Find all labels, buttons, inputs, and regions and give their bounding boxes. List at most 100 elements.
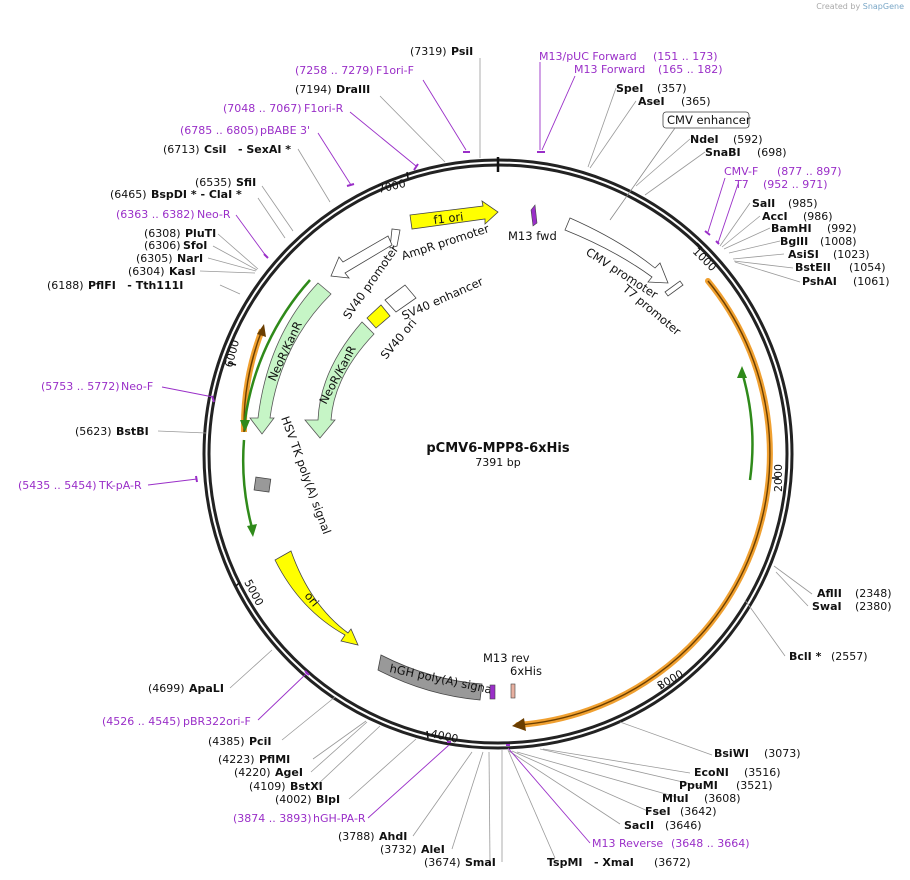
site-smai: SmaI [465, 856, 496, 869]
hgh-polya-box [377, 654, 483, 701]
site-bstbi-pos: (5623) [75, 425, 112, 438]
cmv-enhancer-label: CMV enhancer [667, 113, 751, 127]
neor-kanr-label-inner: NeoR/KanR [316, 343, 359, 406]
sv40-promoter-arrow [330, 235, 393, 279]
sv40-ori-box [366, 304, 391, 329]
site-csii-pos: (6713) [163, 143, 200, 156]
plasmid-name: pCMV6-MPP8-6xHis [426, 441, 569, 456]
orf-green-left [243, 279, 311, 421]
site-econi: EcoNI [694, 766, 729, 779]
m13-rev-label: M13 rev [483, 651, 530, 665]
primer-hgh-pa-r: hGH-PA-R [313, 812, 366, 825]
site-draiii-pos: (7194) [295, 83, 332, 96]
site-nari: NarI [177, 252, 203, 265]
site-sacii: SacII [624, 819, 654, 832]
cmv-enhancer-box [662, 111, 750, 129]
site-snabi: SnaBI [705, 146, 741, 159]
neor-kanr-arrow-inner [304, 321, 375, 439]
credit-prefix: Created by [816, 2, 861, 11]
orf-orange-right [515, 278, 773, 728]
site-pluti: PluTI [185, 227, 216, 240]
site-pflfi: PflFI - Tth111I [88, 279, 183, 292]
site-bcli-pos: (2557) [831, 650, 868, 663]
primer-m13-fwd: M13 Forward [574, 63, 645, 76]
site-mlui: MluI [662, 792, 689, 805]
m13-fwd-mark [530, 204, 538, 227]
m13-fwd-label: M13 fwd [508, 229, 557, 243]
primer-t7-pos: (952 .. 971) [763, 178, 828, 191]
site-aflii-pos: (2348) [855, 587, 892, 600]
site-agei: AgeI [275, 766, 303, 779]
site-sfii: SfiI [236, 176, 256, 189]
primer-f1ori-f: F1ori-F [376, 64, 414, 77]
site-sfoi-pos: (6306) [144, 239, 181, 252]
site-pflmi: PflMI [259, 753, 290, 766]
6xhis-mark [510, 683, 516, 699]
site-psii-pos: (7319) [410, 45, 447, 58]
primer-m13puc-fwd: M13/pUC Forward [539, 50, 637, 63]
site-sacii-pos: (3646) [665, 819, 702, 832]
site-bsteii: BstEII [795, 261, 831, 274]
site-ahdi: AhdI [379, 830, 407, 843]
site-apali-pos: (4699) [148, 682, 185, 695]
site-smai-pos: (3674) [424, 856, 461, 869]
site-blpi: BlpI [316, 793, 340, 806]
primer-neo-f-pos: (5753 .. 5772) [41, 380, 120, 393]
site-bstbi: BstBI [116, 425, 149, 438]
site-alei: AleI [421, 843, 445, 856]
site-asisi-pos: (1023) [833, 248, 870, 261]
site-bspdi-pos: (6465) [110, 188, 147, 201]
primer-pbr322-pos: (4526 .. 4545) [102, 715, 181, 728]
site-mlui-pos: (3608) [704, 792, 741, 805]
t7-promoter-mark [664, 280, 684, 297]
site-ndei: NdeI [690, 133, 719, 146]
primer-neo-r: Neo-R [197, 208, 231, 221]
primer-pbabe: pBABE 3' [260, 124, 310, 137]
site-nari-pos: (6305) [136, 252, 173, 265]
site-swai-pos: (2380) [855, 600, 892, 613]
site-bglii-pos: (1008) [820, 235, 857, 248]
orf-green-right [740, 371, 754, 481]
site-pflfi-pos: (6188) [47, 279, 84, 292]
primer-f1ori-f-pos: (7258 .. 7279) [295, 64, 374, 77]
site-apali: ApaLI [189, 682, 224, 695]
primer-neo-r-pos: (6363 .. 6382) [116, 208, 195, 221]
sv40-enhancer-box [384, 284, 417, 313]
sv40-ori-label: SV40 ori [378, 316, 420, 362]
site-alei-pos: (3732) [380, 843, 417, 856]
site-agei-pos: (4220) [234, 766, 271, 779]
site-acci: AccI [762, 210, 788, 223]
site-pflmi-pos: (4223) [218, 753, 255, 766]
primer-cmv-f-pos: (877 .. 897) [777, 165, 842, 178]
site-fsei-pos: (3642) [680, 805, 717, 818]
site-econi-pos: (3516) [744, 766, 781, 779]
site-pcii-pos: (4385) [208, 735, 245, 748]
tick-1000: 1000 [690, 245, 719, 274]
site-asisi: AsiSI [788, 248, 819, 261]
primer-hgh-pa-r-pos: (3874 .. 3893) [233, 812, 312, 825]
tick-4000: 4000 [429, 727, 459, 746]
site-bsiwi-pos: (3073) [764, 747, 801, 760]
site-ndei-pos: (592) [733, 133, 763, 146]
site-kasi: KasI [169, 265, 196, 278]
site-sfoi: SfoI [183, 239, 207, 252]
site-fsei: FseI [645, 805, 671, 818]
site-acci-pos: (986) [803, 210, 833, 223]
site-pshai-pos: (1061) [853, 275, 890, 288]
site-labels: (7319) PsiI (7194) DraIII (6713) CsiI - … [47, 45, 892, 869]
plasmid-length: 7391 bp [475, 456, 520, 469]
site-bsiwi: BsiWI [714, 747, 749, 760]
6xhis-label: 6xHis [510, 664, 542, 678]
site-draiii: DraIII [336, 83, 370, 96]
site-ppumi: PpuMI [679, 779, 718, 792]
primer-tk-pa-r: TK-pA-R [98, 479, 142, 492]
site-pluti-pos: (6308) [144, 227, 181, 240]
site-bamhi: BamHI [771, 222, 812, 235]
primer-m13-reverse: M13 Reverse [592, 837, 663, 850]
primer-m13puc-fwd-pos: (151 .. 173) [653, 50, 718, 63]
f1-ori-label: f1 ori [433, 209, 464, 227]
tick-7000: 7000 [377, 177, 407, 196]
f1-ori-arrow [409, 200, 499, 230]
primer-neo-f: Neo-F [121, 380, 153, 393]
site-sali: SalI [752, 197, 775, 210]
